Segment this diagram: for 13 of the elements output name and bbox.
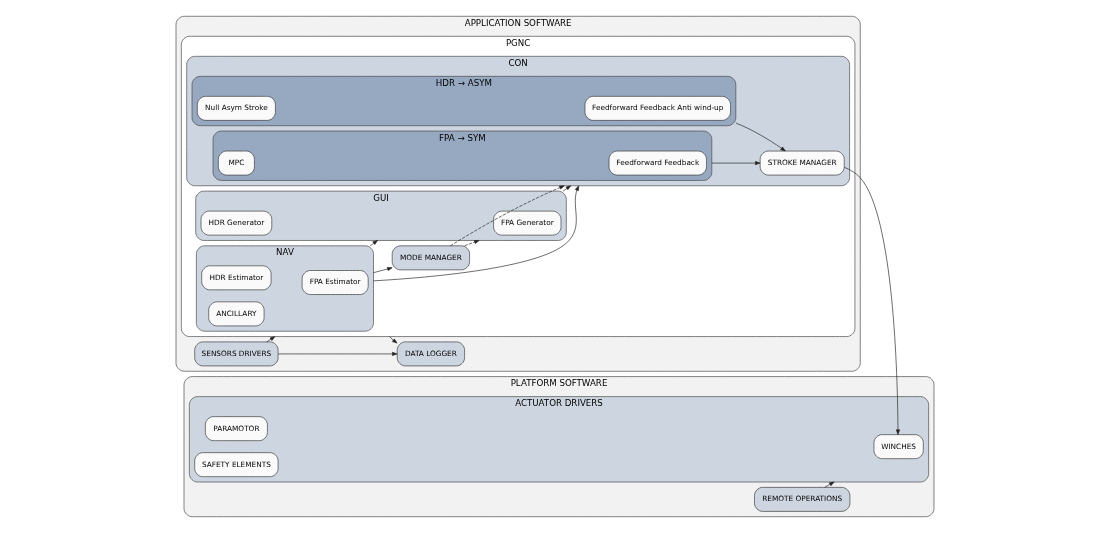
arrow (562, 185, 572, 192)
arrow (373, 185, 580, 282)
arrow (844, 167, 900, 435)
arrow (824, 481, 835, 488)
arrow (277, 351, 398, 356)
arrow (735, 122, 786, 152)
arrow (711, 161, 761, 166)
arrow (266, 336, 276, 343)
arrow (373, 267, 393, 273)
arrow (389, 336, 398, 344)
arrow (464, 240, 480, 247)
arrow (369, 240, 378, 247)
arrow (450, 185, 565, 247)
